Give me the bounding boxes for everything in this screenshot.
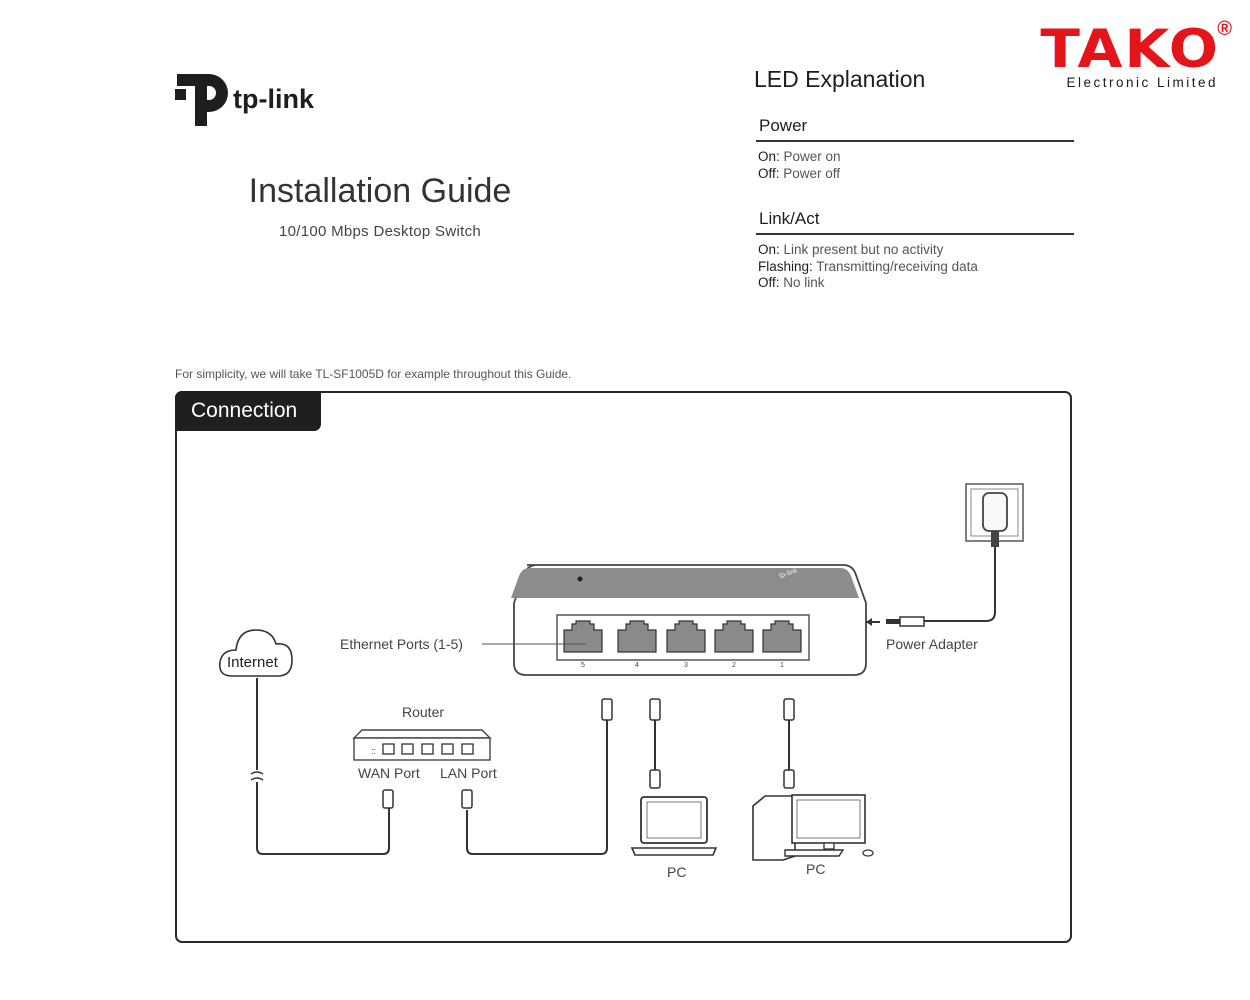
led-item: On: Link present but no activity [758,242,944,257]
ethernet-port: 1 [762,620,802,669]
led-section-heading: Power [756,116,1074,142]
router-label: Router [402,704,445,720]
guide-title: Installation Guide [248,172,512,210]
tp-link-logo-icon [175,74,228,126]
port-number: 5 [581,662,585,669]
laptop-icon [630,796,718,856]
power-adapter-label: Power Adapter [886,636,978,652]
cloud-icon [218,629,293,677]
port-number: 4 [635,662,639,669]
ethernet-port: 3 [666,620,706,669]
lan-port-label: LAN Port [440,765,497,781]
rj45-plugs [382,698,795,809]
tp-link-logo: tp-link [175,70,335,130]
led-section-heading: Link/Act [756,209,1074,235]
connection-panel [175,391,1072,943]
led-explanation-title: LED Explanation [754,66,926,92]
port-number: 3 [684,662,688,669]
tako-logo: TAKO ® Electronic Limited [1002,18,1232,98]
guide-subtitle: 10/100 Mbps Desktop Switch [278,223,482,240]
tako-wordmark: TAKO [1040,18,1220,80]
connection-tab: Connection [175,391,321,431]
switch-device: tp-link [511,564,867,676]
svg-text:::: :: [371,746,376,756]
registered-mark: ® [1217,18,1232,40]
led-item: On: Power on [758,149,841,164]
ethernet-ports-label: Ethernet Ports (1-5) [340,636,463,652]
port-number: 1 [780,662,784,669]
desktop-pc-icon [752,794,874,861]
laptop-pc-label: PC [667,864,687,880]
led-item: Off: No link [758,275,825,290]
wan-port-label: WAN Port [358,765,420,781]
ethernet-port: 2 [714,620,754,669]
led-section-link-act: Link/Act On: Link present but no activit… [756,209,1074,292]
router-device: :: [352,729,492,761]
internet-label: Internet [227,654,278,671]
led-section-power: Power On: Power on Off: Power off [756,116,1074,182]
led-item: Flashing: Transmitting/receiving data [758,258,978,274]
port-number: 2 [732,662,736,669]
ethernet-port: 4 [617,620,657,669]
tp-link-wordmark: tp-link [233,84,314,114]
tako-subtitle: Electronic Limited [1066,75,1218,90]
example-note: For simplicity, we will take TL-SF1005D … [175,367,572,381]
cable-break-icon [250,771,264,781]
power-adapter-icon [866,483,1024,627]
led-item: Off: Power off [758,165,841,181]
desktop-pc-label: PC [806,861,826,877]
cables [256,678,790,855]
